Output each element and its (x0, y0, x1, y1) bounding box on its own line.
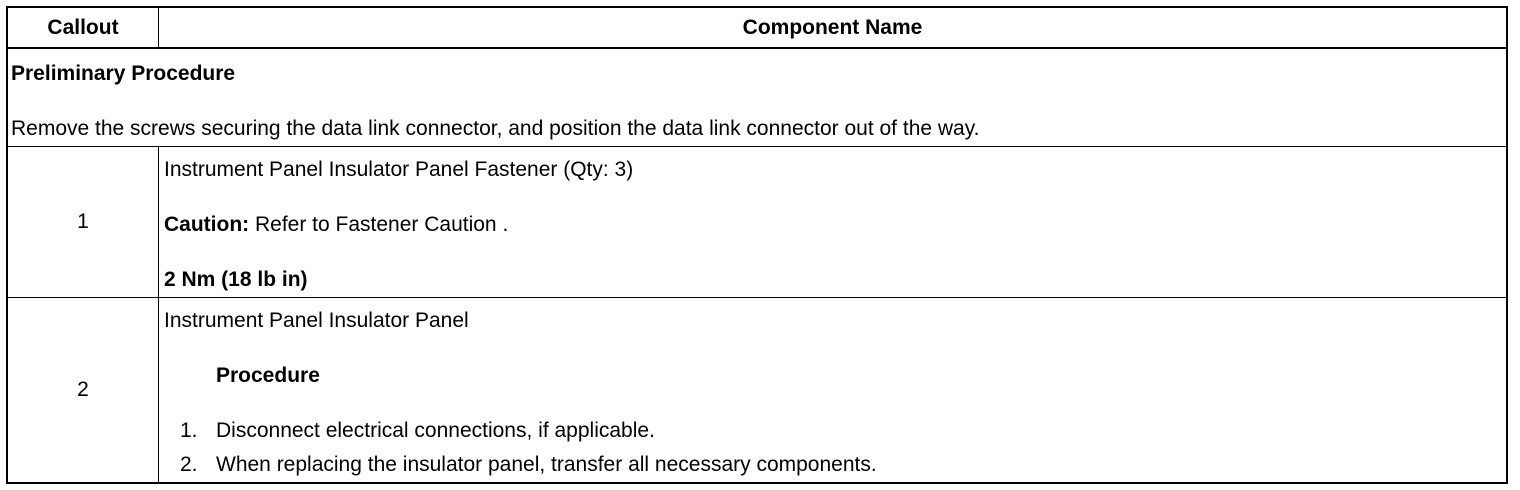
procedure-step-text: Disconnect electrical connections, if ap… (216, 419, 655, 442)
component-table: Callout Component Name Preliminary Proce… (6, 6, 1508, 484)
component-name: Instrument Panel Insulator Panel Fastene… (164, 158, 634, 181)
component-cell: Instrument Panel Insulator Panel Procedu… (159, 298, 1506, 482)
preliminary-procedure-row: Preliminary Procedure Remove the screws … (8, 49, 1506, 147)
table-row: 2 Instrument Panel Insulator Panel Proce… (8, 298, 1506, 482)
procedure-step-number: 1. (180, 419, 198, 442)
caution-label: Caution: (164, 213, 250, 236)
callout-number: 2 (8, 298, 159, 482)
preliminary-title: Preliminary Procedure (11, 62, 236, 85)
procedure-step-number: 2. (180, 453, 198, 476)
callout-header: Callout (8, 8, 159, 47)
table-row: 1 Instrument Panel Insulator Panel Faste… (8, 147, 1506, 298)
caution-text: Refer to Fastener Caution . (249, 213, 509, 236)
caution-note: Caution: Refer to Fastener Caution . (164, 213, 508, 237)
procedure-title: Procedure (216, 364, 320, 387)
torque-spec: 2 Nm (18 lb in) (164, 268, 308, 291)
preliminary-text: Remove the screws securing the data link… (11, 117, 980, 140)
callout-number: 1 (8, 147, 159, 297)
component-name: Instrument Panel Insulator Panel (164, 309, 469, 332)
table-header-row: Callout Component Name (8, 8, 1506, 49)
component-cell: Instrument Panel Insulator Panel Fastene… (159, 147, 1506, 297)
component-name-header: Component Name (742, 15, 923, 39)
procedure-step-text: When replacing the insulator panel, tran… (216, 453, 877, 476)
